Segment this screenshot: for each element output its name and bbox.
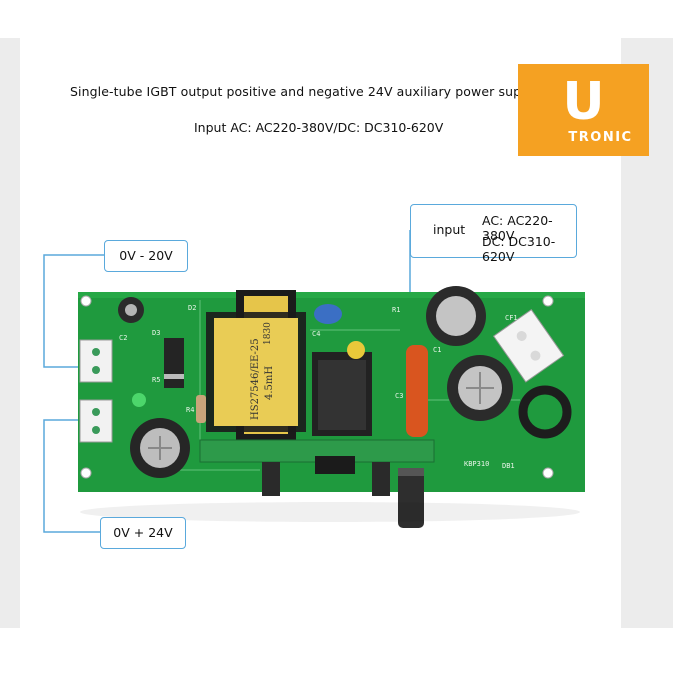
label-c1: C1 [433,346,441,354]
transformer: HS27546/EE-25 4.5mH 1830 [206,290,306,440]
label-d2: D2 [188,304,196,312]
top-output-voltage: 0V - 20V [119,248,173,263]
label-c4: C4 [312,330,320,338]
input-ac-range: AC: AC220-380V [482,213,553,243]
igbt-transistor [312,352,372,436]
board-shadow [80,502,580,522]
diode [164,338,184,388]
callout-input: input AC: AC220-380V DC: DC310-620V [410,204,577,264]
input-label: input [433,222,466,237]
left-margin-band [0,38,20,628]
label-db1: DB1 [502,462,515,470]
electrolytic-capacitor-input-2 [447,355,513,421]
common-mode-choke [518,385,572,439]
yellow-capacitor [347,341,365,359]
bottom-output-voltage: 0V + 24V [113,525,173,540]
logo-letter: U [562,72,605,132]
input-connector [492,308,565,383]
transformer-label: HS27546/EE-25 [250,338,261,420]
led-indicator [132,393,146,407]
label-c3: C3 [395,392,403,400]
electrolytic-capacitor-output [130,418,190,478]
label-r4: R4 [186,406,194,414]
label-c2: C2 [119,334,127,342]
callout-bottom-output: 0V + 24V [100,517,186,549]
heatsink-bar [199,439,435,496]
brand-logo: U TRONIC [518,64,649,156]
transformer-code: 1830 [263,322,273,345]
label-d3: D3 [152,329,160,337]
label-r5: R5 [152,376,160,384]
orange-capacitor [406,345,428,437]
electrolytic-capacitor-input-1 [426,286,486,346]
electrolytic-capacitor-standing [398,468,424,528]
output-connector-bottom [79,399,113,443]
label-cf1: CF1 [505,314,518,322]
transformer-inductance: 4.5mH [264,366,275,400]
blue-capacitor [314,304,342,324]
output-connector-top [79,339,113,383]
product-title: Single-tube IGBT output positive and neg… [70,84,541,99]
callout-top-output: 0V - 20V [104,240,188,272]
logo-word: TRONIC [568,130,633,145]
resistor [196,395,206,423]
electrolytic-capacitor-small [118,297,144,323]
label-kbp310: KBP310 [464,460,489,468]
input-dc-range: DC: DC310-620V [482,234,556,264]
input-spec-subtitle: Input AC: AC220-380V/DC: DC310-620V [194,120,444,135]
label-r1: R1 [392,306,400,314]
